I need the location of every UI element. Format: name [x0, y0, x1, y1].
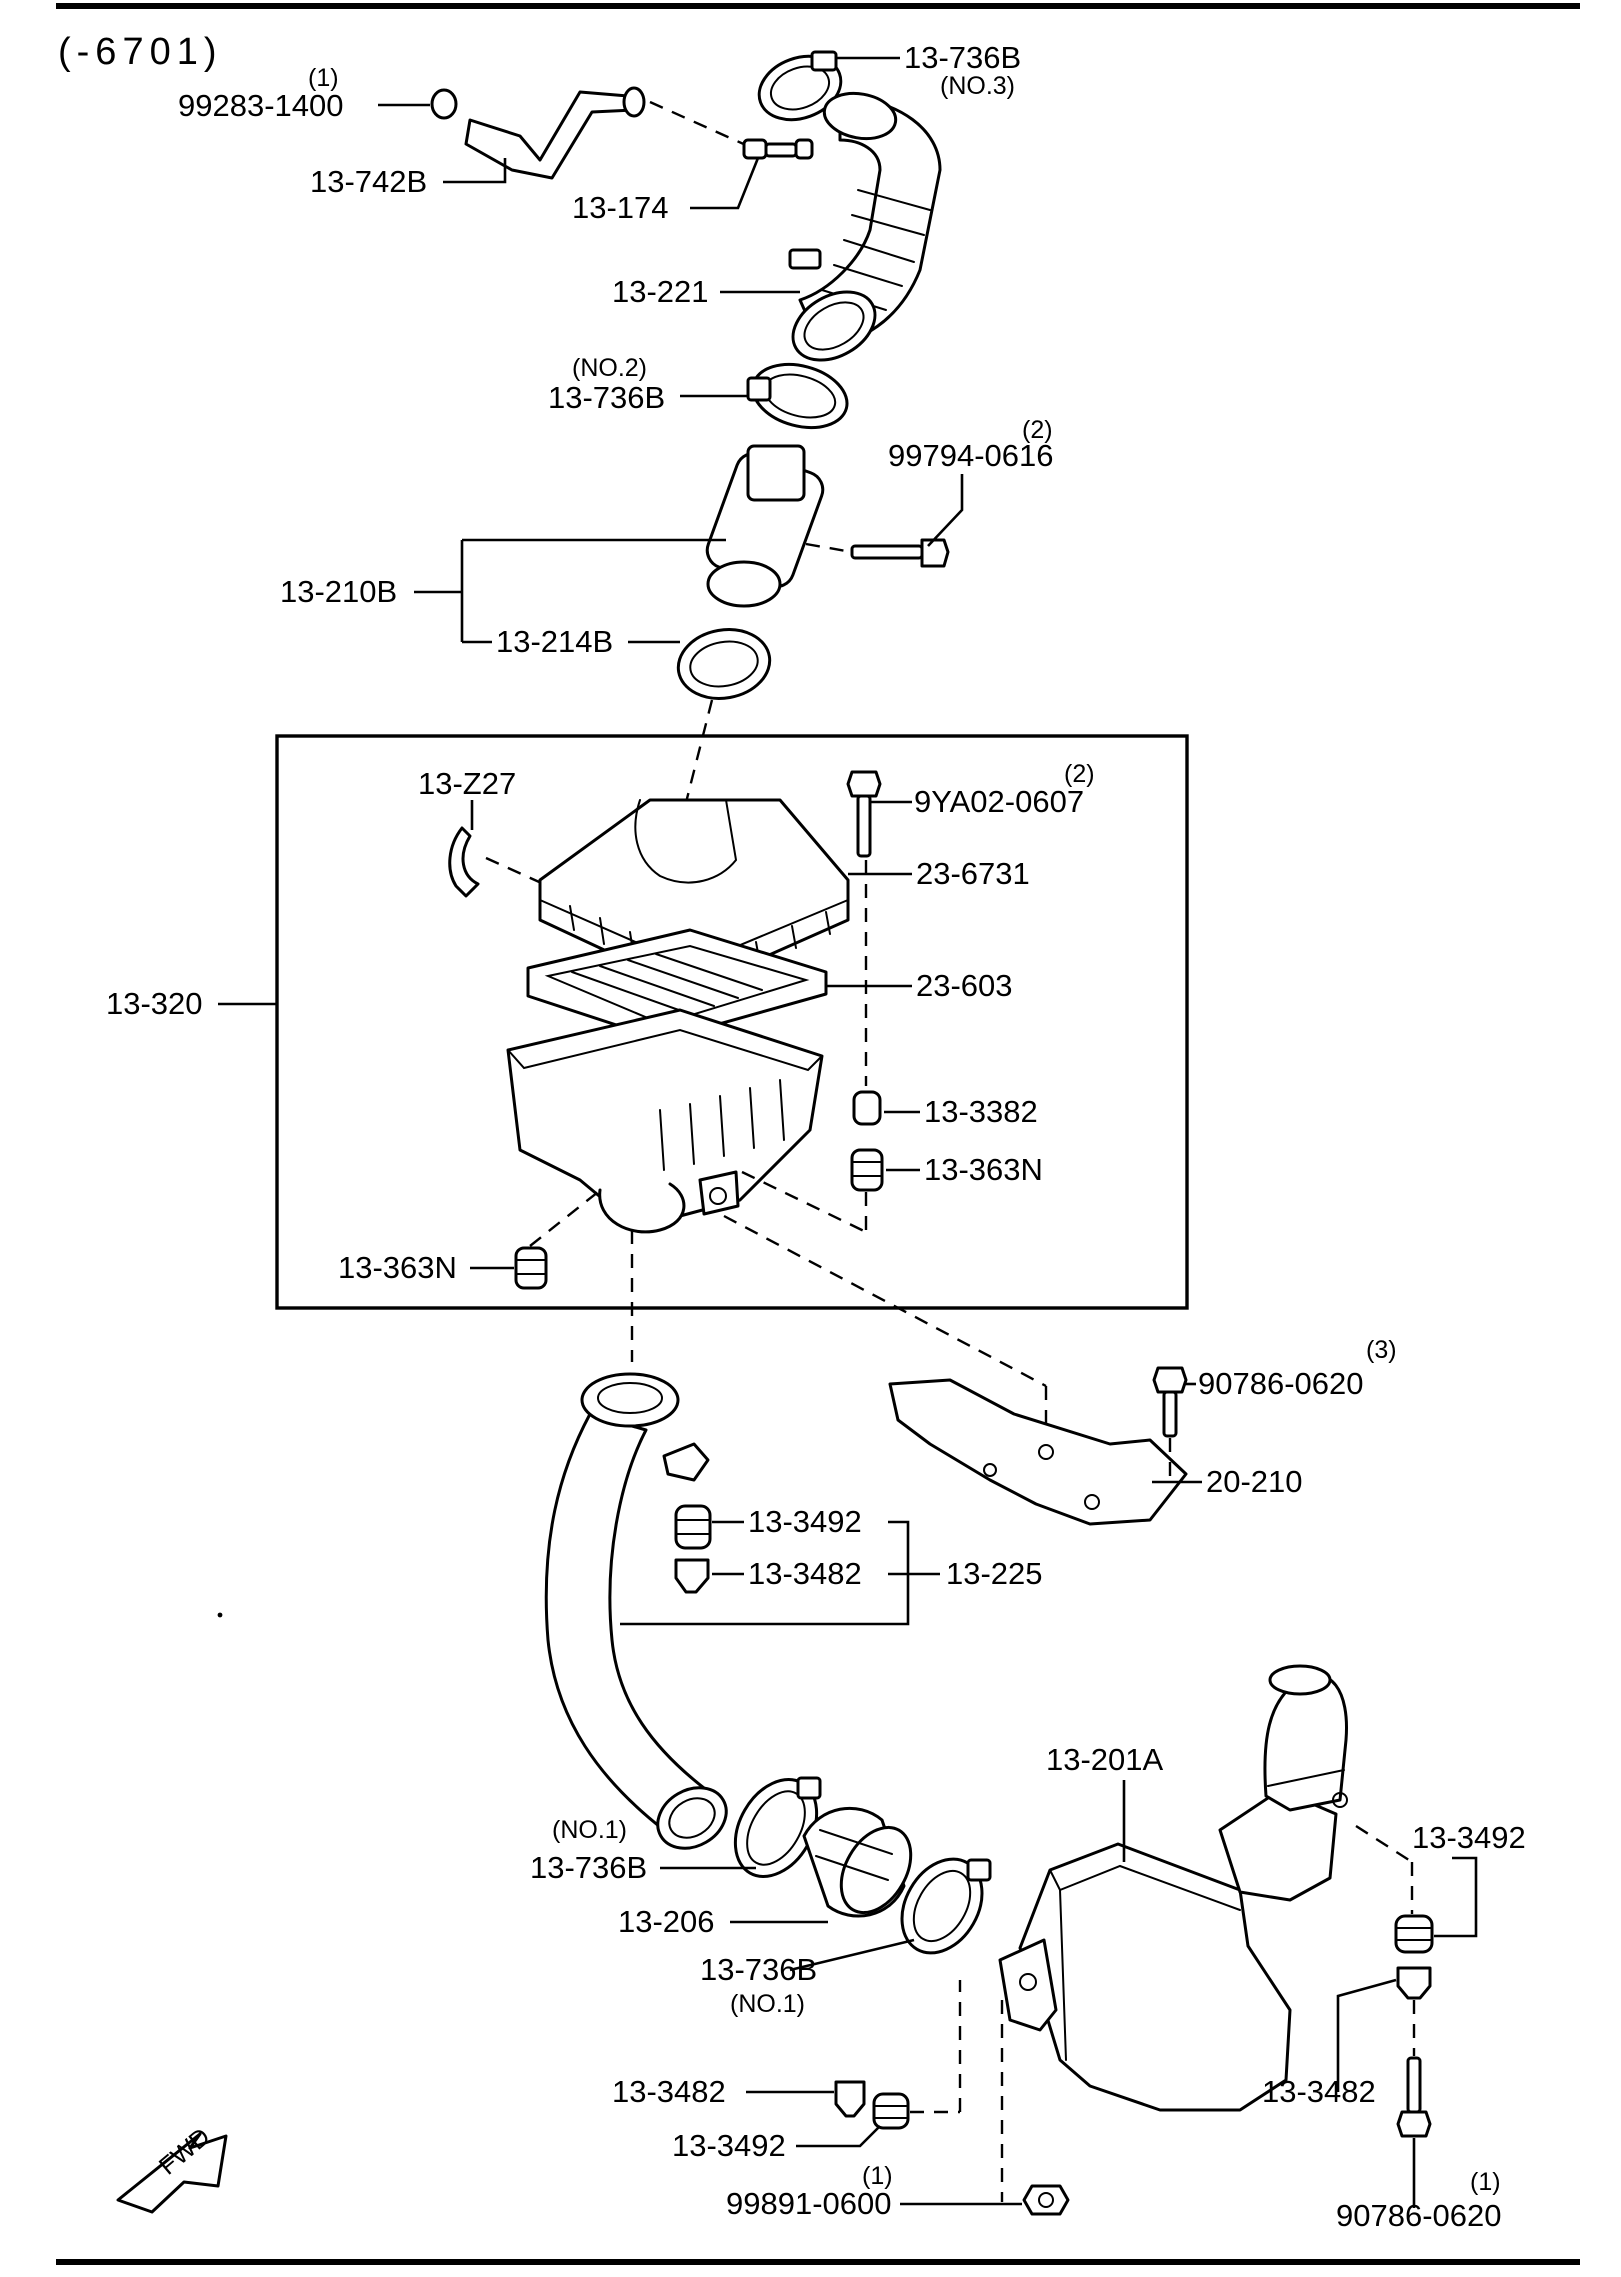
label-99283-1400: 99283-1400 [178, 88, 344, 123]
label-13-3482-c: 13-3482 [1262, 2074, 1376, 2109]
label-13-3492-c: 13-3492 [672, 2128, 786, 2163]
label-13-214B: 13-214B [496, 624, 613, 659]
label-13-736B-no2-number: (NO.2) [572, 354, 647, 382]
label-13-736B-no1-a-number: (NO.1) [552, 1816, 627, 1844]
label-13-225: 13-225 [946, 1556, 1043, 1591]
collar-13-3482-b [834, 2080, 866, 2118]
dash-case-bracket [723, 1214, 1047, 1388]
seal-ring-13-214B [676, 628, 772, 700]
leader-13-742B [443, 158, 507, 184]
label-13-221: 13-221 [612, 274, 709, 309]
label-90786-0620-top: 90786-0620 [1198, 1366, 1364, 1401]
leader-13-3492-c [796, 2125, 881, 2148]
bolt-90786-0620-top [1152, 1366, 1188, 1438]
label-13-320: 13-320 [106, 986, 203, 1021]
dash-clip-cover [485, 856, 549, 888]
airflow-meter-13-210B [705, 444, 825, 608]
duct-13-225 [544, 1372, 728, 1850]
label-13-3482-b: 13-3482 [612, 2074, 726, 2109]
label-90786-0620-bot-qty: (1) [1470, 2168, 1501, 2196]
grommet-13-363N-right [850, 1148, 884, 1192]
cover-23-6731 [538, 798, 850, 992]
label-13-736B-no2: 13-736B [548, 380, 665, 415]
label-13-3482-a: 13-3482 [748, 1556, 862, 1591]
label-9YA02-0607-qty: (2) [1064, 760, 1095, 788]
label-99891-0600-qty: (1) [862, 2162, 893, 2190]
label-13-Z27: 13-Z27 [418, 766, 516, 801]
label-13-363N-left: 13-363N [338, 1250, 457, 1285]
bolt-9YA02-0607 [846, 770, 882, 858]
label-13-736B-no1-b: 13-736B [700, 1952, 817, 1987]
collar-13-3482-c [1396, 1966, 1432, 2000]
label-13-3382: 13-3382 [924, 1094, 1038, 1129]
leader-13-174 [690, 157, 760, 210]
air-cleaner-group-frame [275, 734, 1189, 1310]
nipple-13-174 [742, 138, 814, 160]
label-9YA02-0607: 9YA02-0607 [914, 784, 1084, 819]
leader-99794-0616 [927, 474, 964, 547]
label-13-206: 13-206 [618, 1904, 715, 1939]
clamp-13-736B-no1-a [733, 1776, 822, 1878]
filter-element-23-603 [526, 928, 828, 1042]
fwd-marker: FWD [116, 2123, 228, 2214]
label-99891-0600: 99891-0600 [726, 2186, 892, 2221]
label-99794-0616: 99794-0616 [888, 438, 1054, 473]
clamp-13-736B-no2 [746, 362, 849, 430]
hose-13-742B [430, 86, 646, 180]
leader-13-736B-no1-b [789, 1938, 915, 1972]
case-lower [506, 1008, 824, 1234]
bolt-90786-0620-bot [1396, 2056, 1432, 2138]
label-20-210: 20-210 [1206, 1464, 1303, 1499]
collar-13-3482-a [674, 1558, 710, 1594]
label-99283-1400-qty: (1) [308, 64, 339, 92]
dash-bolt-meter [805, 542, 853, 554]
clip-13-Z27 [448, 826, 480, 898]
leader-13-210B [414, 538, 726, 642]
grommet-13-3492-c [872, 2092, 910, 2130]
label-99794-0616-qty: (2) [1022, 416, 1053, 444]
grommet-13-363N-left [514, 1246, 548, 1290]
grommet-13-3492-b [1394, 1914, 1434, 1954]
joint-13-206 [802, 1806, 913, 1918]
label-13-736B-no3: 13-736B [904, 40, 1021, 75]
duct-13-221 [788, 91, 942, 362]
bolt-99794-0616 [850, 538, 950, 568]
range-code: (-6701) [58, 31, 223, 73]
label-13-201A: 13-201A [1046, 1742, 1164, 1777]
label-23-6731: 23-6731 [916, 856, 1030, 891]
leader-13-3482-c [1336, 1978, 1397, 2092]
leader-13-3492-b [1434, 1856, 1478, 1938]
nut-99891-0600 [1022, 2184, 1070, 2216]
dash-bracket-grommet [1355, 1824, 1413, 1864]
label-90786-0620-top-qty: (3) [1366, 1336, 1397, 1364]
label-13-742B: 13-742B [310, 164, 427, 199]
resonator-13-201A [998, 1664, 1349, 2112]
clamp-13-736B-no1-b [900, 1857, 992, 1955]
label-13-363N-right: 13-363N [924, 1152, 1043, 1187]
label-13-736B-no1-a: 13-736B [530, 1850, 647, 1885]
label-13-174: 13-174 [572, 190, 669, 225]
label-13-3492-a: 13-3492 [748, 1504, 862, 1539]
clamp-13-736B-no3 [757, 50, 843, 122]
label-90786-0620-bot: 90786-0620 [1336, 2198, 1502, 2233]
bracket-20-210 [888, 1378, 1188, 1526]
grommet-13-3492-a [674, 1504, 712, 1550]
dash-grommet-left [529, 1191, 599, 1247]
label-23-603: 23-603 [916, 968, 1013, 1003]
label-13-3492-b: 13-3492 [1412, 1820, 1526, 1855]
label-13-736B-no1-b-number: (NO.1) [730, 1990, 805, 2018]
collar-13-3382 [852, 1090, 882, 1126]
label-13-736B-no3-number: (NO.3) [940, 72, 1015, 100]
label-13-210B: 13-210B [280, 574, 397, 609]
dash-hose-tube [649, 100, 749, 148]
clip-99283-1400 [430, 88, 458, 120]
stray-dot [217, 1612, 223, 1618]
